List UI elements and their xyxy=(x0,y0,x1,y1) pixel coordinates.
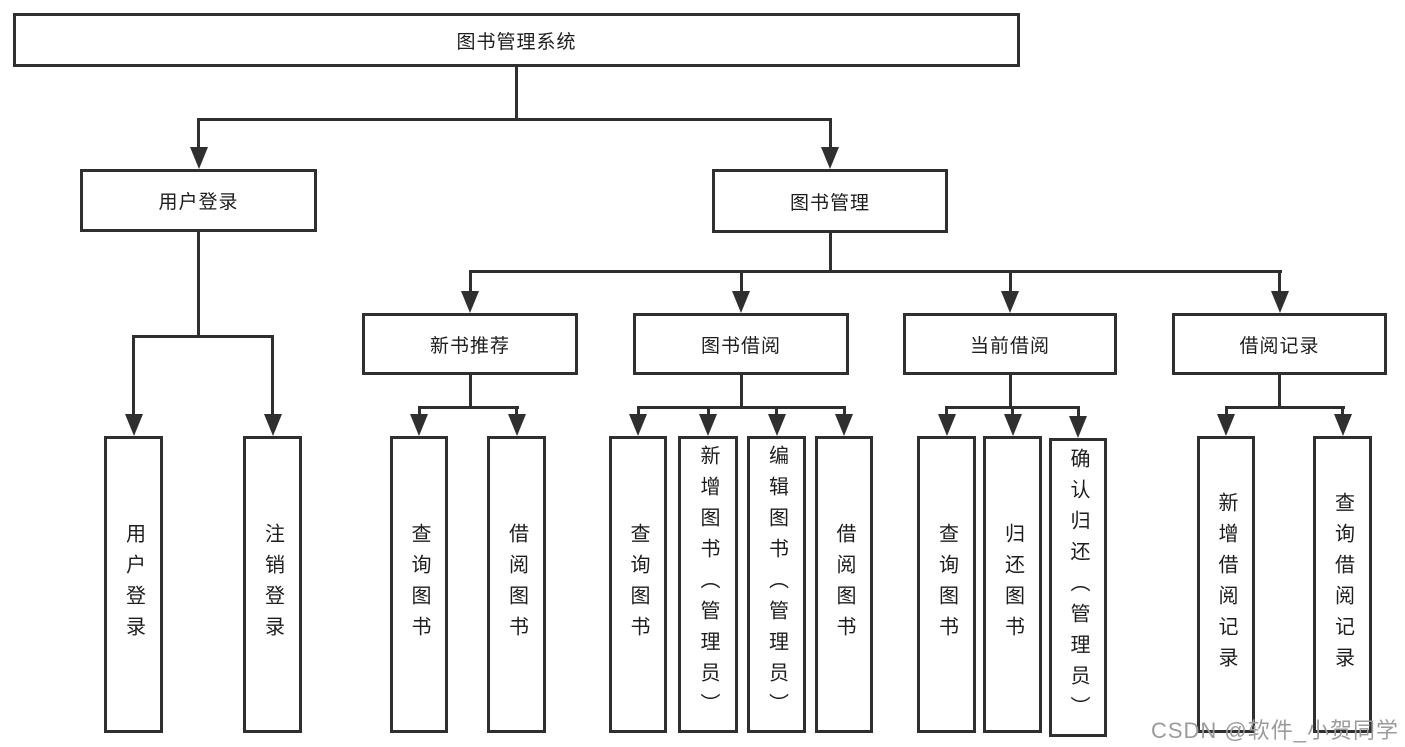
connector-rail xyxy=(637,406,846,409)
node-label: 用户登录 xyxy=(122,522,145,647)
arrow-down-icon xyxy=(508,414,526,436)
node-leaf-add-record: 新增借阅记录 xyxy=(1197,436,1255,733)
connector-drop xyxy=(843,406,846,416)
arrow-down-icon xyxy=(264,414,282,436)
connector-drop xyxy=(469,270,472,293)
arrow-down-icon xyxy=(699,414,717,436)
connector-drop xyxy=(707,406,710,416)
node-leaf-edit-book: 编辑图书（管理员） xyxy=(747,436,806,733)
node-leaf-user-login: 用户登录 xyxy=(104,436,163,733)
node-label: 图书借阅 xyxy=(700,335,781,357)
node-leaf-query-book-3: 查询图书 xyxy=(917,436,976,733)
watermark: CSDN @软件_小贺同学 xyxy=(1150,718,1399,743)
arrow-down-icon xyxy=(410,414,428,436)
node-leaf-query-record: 查询借阅记录 xyxy=(1313,436,1372,733)
node-book-borrow: 图书借阅 xyxy=(633,313,849,375)
connector-drop xyxy=(740,270,743,293)
node-new-book-rec: 新书推荐 xyxy=(362,313,578,375)
node-root: 图书管理系统 xyxy=(13,13,1020,67)
node-borrow-records: 借阅记录 xyxy=(1172,313,1387,375)
node-label: 借阅图书 xyxy=(505,522,528,647)
node-leaf-query-book-1: 查询图书 xyxy=(390,436,448,733)
connector-drop xyxy=(271,335,274,416)
connector-rail xyxy=(418,406,519,409)
connector-drop xyxy=(418,406,421,416)
connector-stem xyxy=(1278,375,1281,409)
arrow-down-icon xyxy=(821,147,839,169)
connector-drop xyxy=(829,118,832,149)
node-leaf-add-book: 新增图书（管理员） xyxy=(678,436,738,733)
node-label: 图书管理 xyxy=(789,192,870,214)
arrow-down-icon xyxy=(461,291,479,313)
arrow-down-icon xyxy=(1217,414,1235,436)
arrow-down-icon xyxy=(1271,291,1289,313)
node-label: 确认归还（管理员） xyxy=(1067,448,1089,727)
arrow-down-icon xyxy=(768,414,786,436)
connector-stem xyxy=(1009,375,1012,409)
node-label: 编辑图书（管理员） xyxy=(765,445,788,724)
connector-stem xyxy=(469,375,472,409)
arrow-down-icon xyxy=(835,414,853,436)
node-leaf-return-book: 归还图书 xyxy=(983,436,1042,733)
connector-drop xyxy=(197,118,200,149)
connector-drop xyxy=(1011,406,1014,416)
arrow-down-icon xyxy=(1334,414,1352,436)
node-label: 注销登录 xyxy=(261,522,284,647)
arrow-down-icon xyxy=(190,147,208,169)
connector-drop xyxy=(1077,406,1080,418)
arrow-down-icon xyxy=(629,414,647,436)
node-book-mgmt: 图书管理 xyxy=(712,169,948,233)
node-label: 新书推荐 xyxy=(429,335,510,357)
connector-stem xyxy=(740,375,743,409)
node-label: 查询图书 xyxy=(627,522,649,647)
connector-drop xyxy=(637,406,640,416)
connector-drop xyxy=(945,406,948,416)
node-label: 查询图书 xyxy=(408,522,430,647)
arrow-down-icon xyxy=(1004,414,1022,436)
node-leaf-borrow-book-1: 借阅图书 xyxy=(487,436,546,733)
connector-rail xyxy=(132,335,274,338)
connector-drop xyxy=(132,335,135,416)
arrow-down-icon xyxy=(1001,291,1019,313)
arrow-down-icon xyxy=(125,414,143,436)
node-leaf-confirm-return: 确认归还（管理员） xyxy=(1049,438,1107,737)
connector-drop xyxy=(515,406,518,416)
connector-stem xyxy=(197,232,200,338)
node-label: 用户登录 xyxy=(158,192,239,213)
node-current-borrow: 当前借阅 xyxy=(903,313,1117,375)
node-leaf-borrow-book-2: 借阅图书 xyxy=(815,436,873,733)
node-label: 归还图书 xyxy=(1001,522,1024,647)
connector-rail xyxy=(197,118,832,121)
node-label: 新增借阅记录 xyxy=(1215,491,1237,678)
connector-rail xyxy=(1225,406,1345,409)
node-leaf-logout: 注销登录 xyxy=(243,436,302,733)
node-label: 借阅图书 xyxy=(833,522,855,647)
node-user-login: 用户登录 xyxy=(80,169,317,232)
node-label: 图书管理系统 xyxy=(456,31,577,53)
connector-drop xyxy=(1278,270,1281,293)
arrow-down-icon xyxy=(938,414,956,436)
node-label: 借阅记录 xyxy=(1239,335,1320,357)
arrow-down-icon xyxy=(732,291,750,313)
connector-drop xyxy=(775,406,778,416)
node-leaf-query-book-2: 查询图书 xyxy=(609,436,667,733)
connector-stem xyxy=(829,233,832,273)
connector-drop xyxy=(1009,270,1012,293)
node-label: 查询借阅记录 xyxy=(1331,491,1354,678)
node-label: 新增图书（管理员） xyxy=(697,445,719,724)
connector-drop xyxy=(1225,406,1228,416)
connector-stem xyxy=(515,67,518,121)
connector-drop xyxy=(1341,406,1344,416)
node-label: 当前借阅 xyxy=(969,335,1050,357)
connector-rail xyxy=(469,270,1282,273)
arrow-down-icon xyxy=(1069,416,1087,438)
node-label: 查询图书 xyxy=(935,522,958,647)
